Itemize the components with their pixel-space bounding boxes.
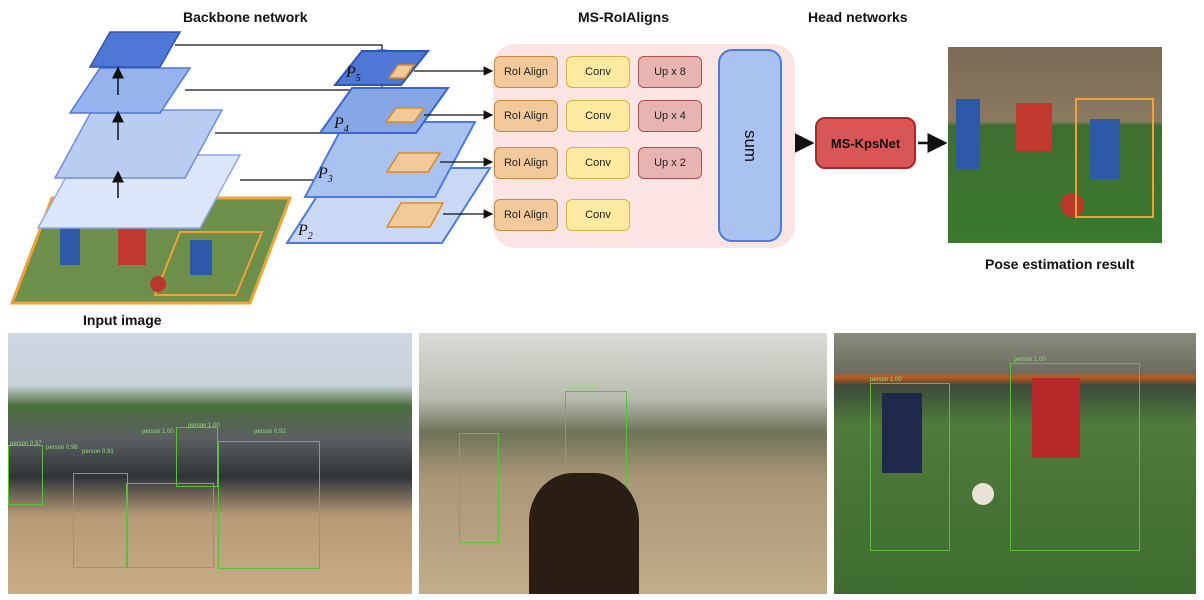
player-figure [882, 393, 922, 473]
player-figure [1090, 119, 1120, 179]
roialign-box-4: RoI Align [494, 199, 558, 231]
conv-box-1: Conv [566, 56, 630, 88]
backbone-layers [36, 31, 242, 229]
roialign-box-2: RoI Align [494, 100, 558, 132]
conv-box-4: Conv [566, 199, 630, 231]
player-figure [1016, 103, 1052, 151]
detection-box [176, 427, 218, 487]
upsample-box-3: Up x 2 [638, 147, 702, 179]
detection-box [1010, 363, 1140, 551]
sum-label: sum [741, 129, 760, 162]
input-image-caption: Input image [83, 312, 162, 328]
example-baseball-image: person 0.97 person 0.96 person 0.91 pers… [8, 333, 412, 594]
detection-box [8, 445, 43, 505]
example-horse-image: person 0.97 [419, 333, 827, 594]
backbone-heading: Backbone network [183, 9, 308, 25]
player-figure [956, 99, 980, 169]
detection-tag: person 1.00 [142, 429, 174, 435]
detection-box [459, 433, 499, 543]
roialign-box-1: RoI Align [494, 56, 558, 88]
head-networks-heading: Head networks [808, 9, 908, 25]
conv-box-2: Conv [566, 100, 630, 132]
p2-label: P2 [298, 222, 313, 243]
msroialigns-heading: MS-RoIAligns [578, 9, 669, 25]
detection-tag: person 0.91 [82, 449, 114, 455]
p5-label: P5 [346, 64, 361, 85]
example-soccer-image: person 1.00 person 1.00 [834, 333, 1196, 594]
detection-tag: person 1.00 [870, 377, 902, 383]
detection-tag: person 0.97 [565, 385, 597, 391]
detection-box [73, 473, 128, 568]
ball [1060, 193, 1084, 217]
roialign-box-3: RoI Align [494, 147, 558, 179]
detection-box [126, 483, 214, 568]
detection-tag: person 0.92 [254, 429, 286, 435]
detection-box [218, 441, 320, 569]
horse [529, 473, 639, 594]
ms-kpsnet-block: MS-KpsNet [815, 117, 916, 169]
upsample-box-2: Up x 4 [638, 100, 702, 132]
p4-label: P4 [334, 115, 349, 136]
upsample-box-1: Up x 8 [638, 56, 702, 88]
detection-tag: person 1.00 [1014, 357, 1046, 363]
detection-tag: person 1.00 [188, 423, 220, 429]
conv-box-3: Conv [566, 147, 630, 179]
pose-result-image [948, 47, 1162, 243]
detection-box [870, 383, 950, 551]
p3-label: P3 [318, 165, 333, 186]
pose-result-caption: Pose estimation result [985, 256, 1135, 272]
detection-tag: person 0.97 [10, 441, 42, 447]
detection-tag: person 0.96 [46, 445, 78, 451]
ball [972, 483, 994, 505]
detection-box [1075, 98, 1154, 218]
player-figure [1032, 378, 1080, 458]
feature-pyramid [285, 50, 492, 244]
sum-block: sum [718, 49, 782, 242]
